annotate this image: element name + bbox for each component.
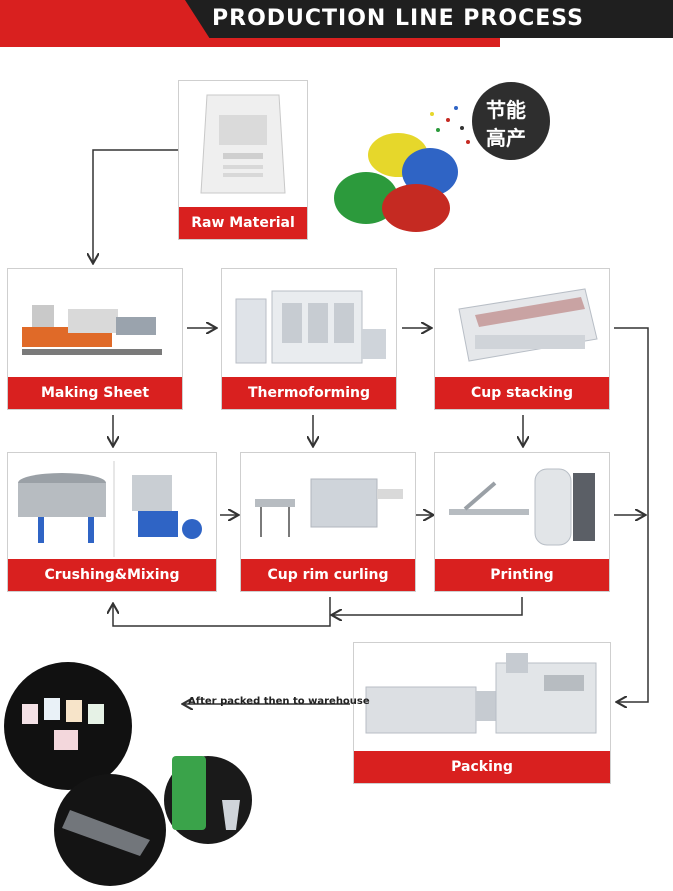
printing-machine-icon — [449, 468, 595, 546]
step-cup-stacking: Cup stacking — [434, 268, 610, 410]
energy-badge: 节能 高产 — [472, 82, 550, 160]
cup-stacking-machine-icon — [458, 288, 598, 362]
page-title: PRODUCTION LINE PROCESS — [212, 6, 584, 31]
step-thermoforming: Thermoforming — [221, 268, 397, 410]
step-label: Cup stacking — [435, 377, 609, 409]
step-making-sheet: Making Sheet — [7, 268, 183, 410]
warehouse-note: After packed then to warehouse — [188, 696, 370, 707]
step-label: Printing — [435, 559, 609, 591]
color-granules-icon — [334, 106, 470, 232]
step-label: Raw Material — [179, 207, 307, 239]
finished-cups-products-icon — [4, 662, 252, 886]
step-label: Making Sheet — [8, 377, 182, 409]
crusher-mixer-machine-icon — [18, 461, 202, 557]
step-cup-rim-curling: Cup rim curling — [240, 452, 416, 592]
step-label: Crushing&Mixing — [8, 559, 216, 591]
step-raw-material: Raw Material — [178, 80, 308, 240]
thermoforming-machine-icon — [235, 290, 386, 364]
sheet-extruder-machine-icon — [22, 305, 162, 355]
step-packing: Packing — [353, 642, 611, 784]
step-label: Packing — [354, 751, 610, 783]
badge-line-2: 高产 — [486, 126, 526, 150]
step-crushing-mixing: Crushing&Mixing — [7, 452, 217, 592]
packing-machine-icon — [365, 653, 597, 734]
step-printing: Printing — [434, 452, 610, 592]
raw-material-bag-icon — [200, 94, 286, 194]
step-label: Cup rim curling — [241, 559, 415, 591]
header-dark-band — [185, 0, 673, 38]
rim-curling-machine-icon — [255, 478, 403, 537]
badge-line-1: 节能 — [486, 98, 526, 122]
step-label: Thermoforming — [222, 377, 396, 409]
